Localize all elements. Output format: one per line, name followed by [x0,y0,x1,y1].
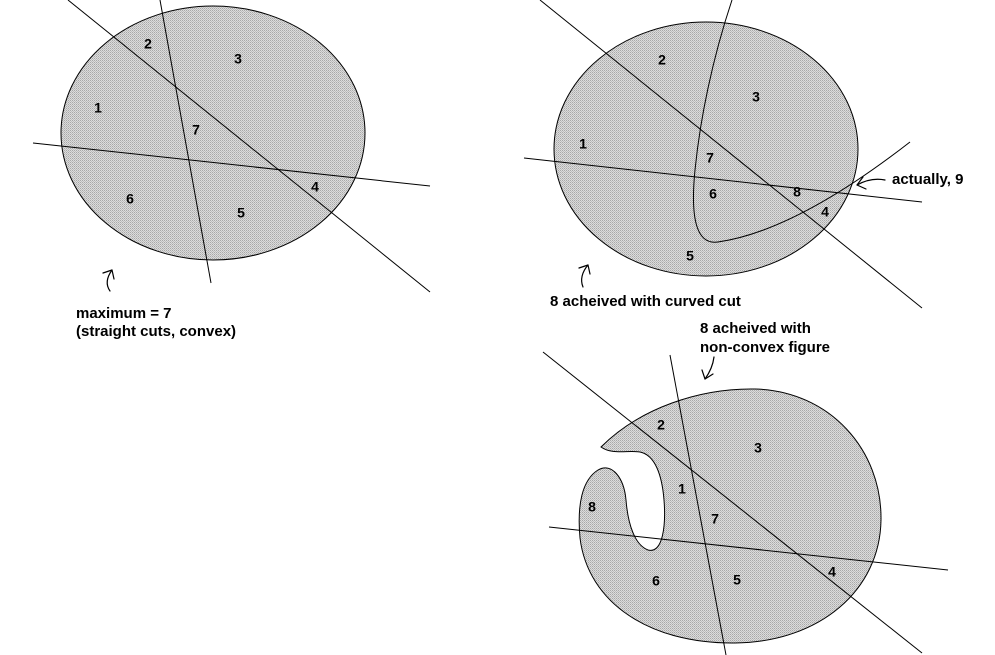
caption-eight-achieved: 8 acheived with [700,320,811,337]
caption-straight-cuts: (straight cuts, convex) [76,323,236,340]
region-label-8: 8 [588,499,596,515]
region-label-6: 6 [652,573,660,589]
cut-line-horizontal [523,157,923,203]
region-label-2: 2 [144,36,152,52]
region-label-6: 6 [126,191,134,207]
region-label-3: 3 [752,89,760,105]
arrow-left-icon [856,176,886,190]
region-label-7: 7 [706,150,714,166]
region-label-4: 4 [311,179,319,195]
region-label-6: 6 [709,186,717,202]
region-label-1: 1 [94,100,102,116]
panel-nonconvex: 1 2 3 4 5 6 7 8 8 acheived with non-conv… [542,320,949,655]
region-label-2: 2 [658,52,666,68]
cut-line-horizontal [32,142,431,187]
cut-line-horizontal [548,526,949,571]
cut-line-diagonal [539,0,923,309]
cut-line-diagonal [67,0,431,293]
arrow-up-icon [578,264,591,288]
cut-line-vertical [159,0,212,284]
region-label-1: 1 [579,136,587,152]
arrow-down-icon [701,356,715,380]
region-label-7: 7 [192,122,200,138]
region-label-5: 5 [237,205,245,221]
region-label-3: 3 [234,51,242,67]
panel-straight-cuts: 1 2 3 4 5 6 7 maximum = 7 (straight cuts… [32,0,431,340]
nonconvex-figure [578,388,882,644]
panel-curved-cut: 1 2 3 4 5 6 7 8 actually, 9 8 acheived w… [523,0,963,310]
caption-maximum: maximum = 7 [76,305,171,322]
cake-ellipse [60,5,366,261]
cake-ellipse [553,21,859,277]
caption-curved-cut: 8 acheived with curved cut [550,293,741,310]
region-label-3: 3 [754,440,762,456]
region-label-8: 8 [793,184,801,200]
region-label-5: 5 [686,248,694,264]
curved-cut [692,0,911,243]
region-label-4: 4 [828,564,836,580]
region-label-1: 1 [678,481,686,497]
cut-line-vertical [669,354,727,655]
region-label-7: 7 [711,511,719,527]
region-label-4: 4 [821,204,829,220]
cut-line-diagonal [542,351,923,654]
note-actually-nine: actually, 9 [892,171,963,188]
region-label-2: 2 [657,417,665,433]
arrow-up-icon [102,269,115,292]
caption-nonconvex-figure: non-convex figure [700,339,830,356]
region-label-5: 5 [733,572,741,588]
